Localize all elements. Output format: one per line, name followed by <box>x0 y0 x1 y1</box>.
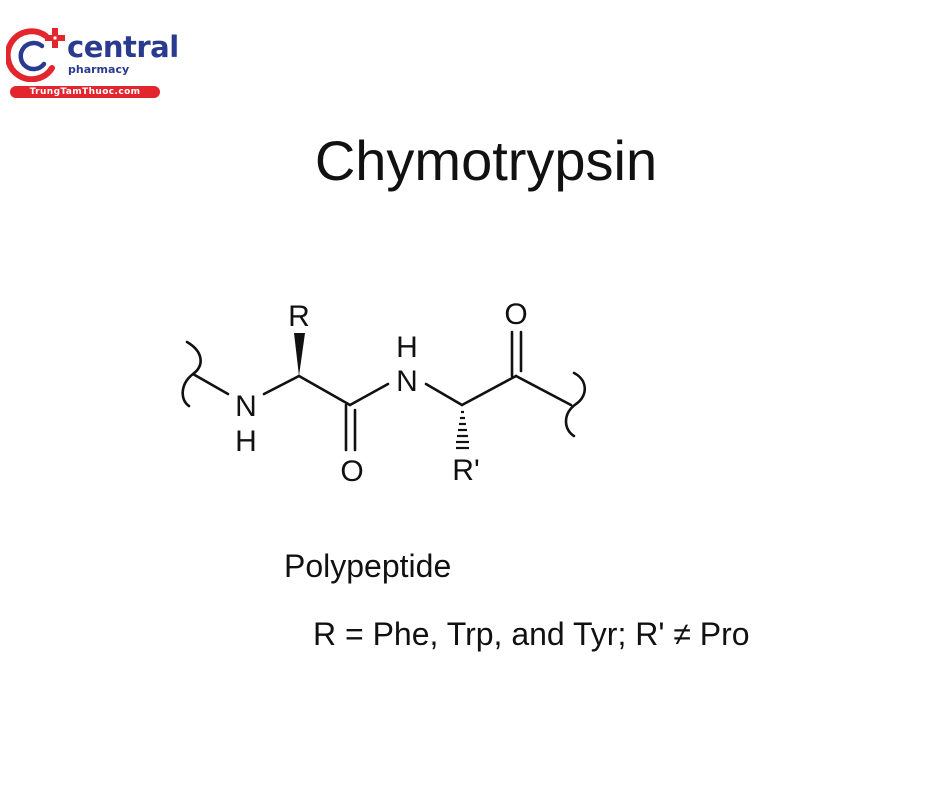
hashed-wedge-bond <box>456 410 469 450</box>
right-wavy-break <box>564 371 587 438</box>
brand-subtitle: pharmacy <box>68 63 130 76</box>
atom-n1: N <box>235 390 257 423</box>
pharmacy-cross-icon <box>6 28 65 82</box>
structure-caption: Polypeptide <box>284 548 452 584</box>
left-wavy-break <box>181 340 202 408</box>
substitution-rule: R = Phe, Trp, and Tyr; R' ≠ Pro <box>313 616 750 652</box>
brand-website-banner: TrungTamThuoc.com <box>10 86 160 98</box>
central-pharmacy-logo: central pharmacy TrungTamThuoc.com <box>0 0 180 110</box>
atom-r-prime: R' <box>452 454 479 487</box>
atom-r: R <box>288 300 310 333</box>
atom-o1: O <box>340 455 363 488</box>
atom-o2: O <box>504 298 527 331</box>
atom-h1: H <box>235 425 257 458</box>
atom-n2: N <box>396 365 418 398</box>
diagram-title: Chymotrypsin <box>314 129 658 192</box>
brand-name: central <box>67 30 179 64</box>
atom-h2: H <box>396 331 418 364</box>
solid-wedge-bond <box>294 333 305 376</box>
